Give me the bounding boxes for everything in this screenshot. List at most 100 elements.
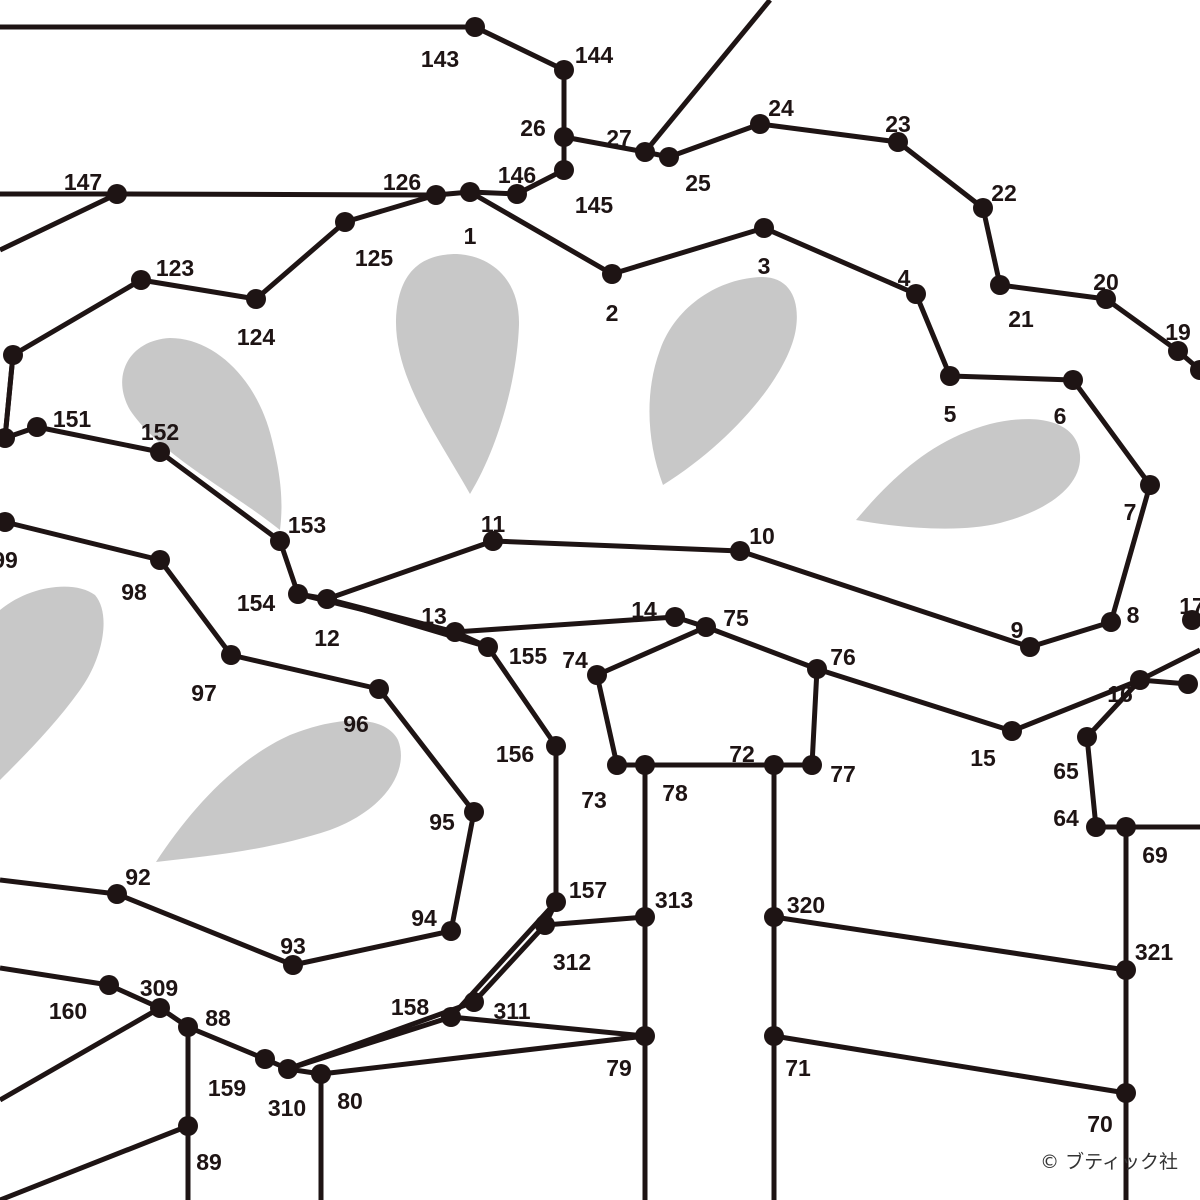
dot-label-16: 16 [1107,681,1133,707]
dot-label-156: 156 [496,741,534,767]
dot-76[interactable] [807,659,827,679]
dot-8[interactable] [1101,612,1121,632]
connector-line-16 [287,914,646,1072]
dot-65[interactable] [1077,727,1097,747]
dot-label-310: 310 [268,1095,306,1121]
dot-80[interactable] [311,1064,331,1084]
dot-312[interactable] [535,915,555,935]
dot-97[interactable] [221,645,241,665]
dot-19[interactable] [1168,341,1188,361]
connector-line-19 [287,1066,324,1200]
dot-64[interactable] [1086,817,1106,837]
dot-146[interactable] [507,184,527,204]
dot-126[interactable] [426,185,446,205]
dot-label-64: 64 [1053,805,1079,831]
dot-78[interactable] [635,755,655,775]
dot-153[interactable] [270,531,290,551]
dot-145[interactable] [554,160,574,180]
dot-3[interactable] [754,218,774,238]
dot-10[interactable] [730,541,750,561]
dot-74[interactable] [587,665,607,685]
dot-156[interactable] [546,736,566,756]
dot-89[interactable] [178,1116,198,1136]
dot-98[interactable] [150,550,170,570]
dot-9[interactable] [1020,637,1040,657]
dot-14[interactable] [665,607,685,627]
dot-label-77: 77 [830,761,856,787]
dot-155[interactable] [478,637,498,657]
dot-2[interactable] [602,264,622,284]
dot-26[interactable] [554,127,574,147]
dot-125[interactable] [335,212,355,232]
dot-label-124: 124 [237,324,276,350]
dot-320[interactable] [764,907,784,927]
dot-96[interactable] [369,679,389,699]
dot-label-22: 22 [991,180,1017,206]
dot-79[interactable] [635,1026,655,1046]
dot-144[interactable] [554,60,574,80]
dot-157[interactable] [546,892,566,912]
dot-309[interactable] [150,998,170,1018]
dot-23[interactable] [888,132,908,152]
dot-95[interactable] [464,802,484,822]
dot-label-94: 94 [411,905,437,931]
dot-69[interactable] [1116,817,1136,837]
dot-13[interactable] [445,622,465,642]
dot-5[interactable] [940,366,960,386]
connector-line-20 [773,914,1127,973]
dot-124[interactable] [246,289,266,309]
dot-12[interactable] [317,589,337,609]
dot-11[interactable] [483,531,503,551]
dot-159[interactable] [255,1049,275,1069]
corner-dot [1190,360,1200,380]
dot-77[interactable] [802,755,822,775]
dot-7[interactable] [1140,475,1160,495]
dot-17[interactable] [1182,610,1200,630]
dot-24[interactable] [750,114,770,134]
dot-151[interactable] [27,417,47,437]
dot-20[interactable] [1096,289,1116,309]
dot-158[interactable] [441,1007,461,1027]
dot-321[interactable] [1116,960,1136,980]
connector-line-7 [0,354,16,443]
dot-label-79: 79 [606,1055,632,1081]
dot-label-20: 20 [1093,269,1119,295]
dot-label-311: 311 [493,998,530,1024]
dot-143[interactable] [465,17,485,37]
dot-16[interactable] [1130,670,1150,690]
dot-1[interactable] [460,182,480,202]
dot-93[interactable] [283,955,303,975]
dot-123[interactable] [131,270,151,290]
dot-label-24: 24 [768,95,794,121]
dot-25[interactable] [659,147,679,167]
dot-160[interactable] [99,975,119,995]
dot-21[interactable] [990,275,1010,295]
dot-99[interactable] [0,512,15,532]
dot-label-26: 26 [520,115,546,141]
dot-15[interactable] [1002,721,1022,741]
dot-label-158: 158 [391,994,430,1020]
dot-label-17: 17 [1179,593,1200,619]
dot-154[interactable] [288,584,308,604]
shaded-region-1 [395,254,520,494]
dot-75[interactable] [696,617,716,637]
dot-152[interactable] [150,442,170,462]
dot-22[interactable] [973,198,993,218]
dot-88[interactable] [178,1017,198,1037]
dot-92[interactable] [107,884,127,904]
dot-313[interactable] [635,907,655,927]
shaded-region-5 [0,586,104,780]
dot-147[interactable] [107,184,127,204]
corner-dot [1178,674,1198,694]
dot-4[interactable] [906,284,926,304]
dot-6[interactable] [1063,370,1083,390]
dot-71[interactable] [764,1026,784,1046]
dot-310[interactable] [278,1059,298,1079]
dot-73[interactable] [607,755,627,775]
connector-line-1 [0,24,567,198]
dot-311[interactable] [464,992,484,1012]
dot-72[interactable] [764,755,784,775]
dot-94[interactable] [441,921,461,941]
dot-70[interactable] [1116,1083,1136,1103]
dot-27[interactable] [635,142,655,162]
